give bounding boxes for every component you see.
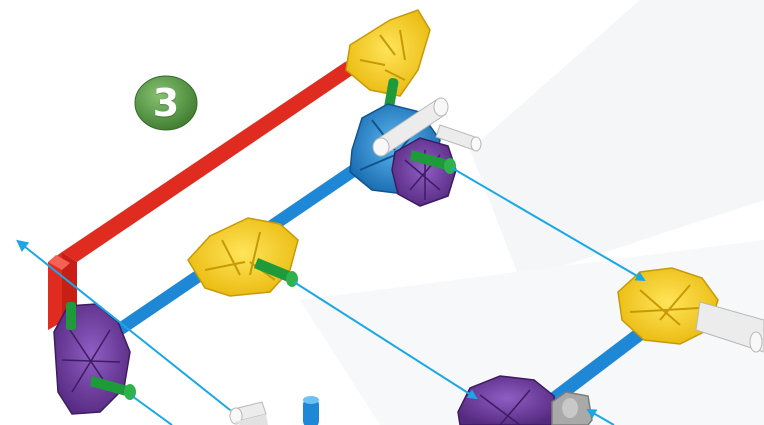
yellow-connector-middle (188, 218, 298, 296)
guide-arrow (132, 396, 172, 425)
step-badge: 3 (133, 74, 199, 132)
white-rod-bottom (230, 402, 268, 425)
purple-connector-bottom-left (54, 302, 136, 414)
yellow-connector-top (346, 10, 430, 115)
background-panel (470, 0, 764, 280)
blue-rod-vertical (303, 396, 319, 425)
step-number: 3 (133, 74, 199, 132)
gray-connector (552, 392, 592, 425)
